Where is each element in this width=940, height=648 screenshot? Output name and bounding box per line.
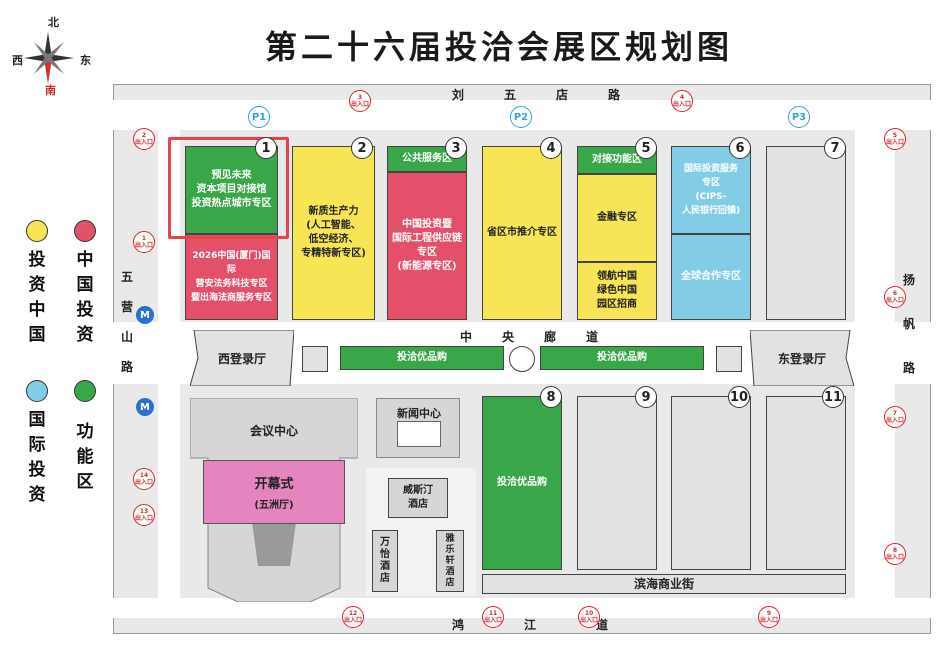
legend-label-invest-china: 投资中国 xyxy=(28,250,46,345)
road-east-inner xyxy=(855,130,895,600)
road-west-inner xyxy=(158,130,180,600)
legend-swatch-yellow xyxy=(26,220,48,242)
compass-east: 东 xyxy=(80,54,91,67)
compass-rose-icon xyxy=(24,32,74,84)
commercial-street[interactable]: 滨海商业街 xyxy=(482,574,846,594)
legend-swatch-green xyxy=(74,380,96,402)
legend-swatch-blue xyxy=(26,380,48,402)
corridor-shop-west[interactable]: 投洽优品购 xyxy=(340,346,504,370)
hall-5-number: 5 xyxy=(635,137,657,159)
hotel-yaduo[interactable]: 雅 乐 轩 酒 店 xyxy=(436,530,464,592)
hall-10[interactable] xyxy=(671,396,751,570)
hall-1-number: 1 xyxy=(255,137,277,159)
hall-7[interactable] xyxy=(766,146,846,320)
opening-title: 开幕式 xyxy=(254,477,294,492)
road-label-central: 中央廊道 xyxy=(460,330,629,344)
east-registration-hall[interactable]: 东登录厅 xyxy=(750,330,854,386)
legend-label-china-invest: 中国投资 xyxy=(76,250,94,345)
hall-10-number: 10 xyxy=(728,386,750,408)
hall-9-number: 9 xyxy=(635,386,657,408)
hall-8-number: 8 xyxy=(540,386,562,408)
hall-7-number: 7 xyxy=(824,137,846,159)
hall-1-green[interactable]: 预见未来 资本项目对接馆 投资热点城市专区 xyxy=(185,146,278,234)
parking-p2: P2 xyxy=(510,106,532,128)
west-hall-shape xyxy=(190,330,294,386)
hall-9[interactable] xyxy=(577,396,657,570)
hall-1-highlight xyxy=(168,137,289,239)
hall-6-global[interactable]: 全球合作专区 xyxy=(671,234,751,320)
hotel-marriott[interactable]: 万 怡 酒 店 xyxy=(372,530,398,592)
corridor-kiosk xyxy=(716,346,742,372)
hall-5-finance[interactable]: 金融专区 xyxy=(577,174,657,262)
compass-south: 南 xyxy=(45,84,56,97)
metro-icon: M xyxy=(136,306,154,324)
road-label-east: 扬帆路 xyxy=(902,273,915,375)
hall-5-green-china[interactable]: 领航中国 绿色中国 园区招商 xyxy=(577,262,657,320)
compass-north: 北 xyxy=(48,16,59,29)
hall-4-number: 4 xyxy=(540,137,562,159)
corridor-shop-east[interactable]: 投洽优品购 xyxy=(540,346,704,370)
legend-swatch-red xyxy=(74,220,96,242)
road-label-north: 刘五店路 xyxy=(452,88,661,102)
opening-ceremony-hall[interactable]: 开幕式 (五洲厅) xyxy=(203,460,345,524)
hall-11-number: 11 xyxy=(822,386,844,408)
parking-p1: P1 xyxy=(248,106,270,128)
hall-3-number: 3 xyxy=(445,137,467,159)
page-title: 第二十六届投洽会展区规划图 xyxy=(265,28,734,66)
opening-subtitle: (五洲厅) xyxy=(254,500,294,511)
east-hall-shape xyxy=(750,330,854,386)
parking-p3: P3 xyxy=(788,106,810,128)
hall-1-red[interactable]: 2026中国(厦门)国际 营安法务科技专区 暨出海法商服务专区 xyxy=(185,234,278,320)
press-center[interactable]: 新闻中心 xyxy=(376,398,460,458)
west-registration-hall[interactable]: 西登录厅 xyxy=(190,330,294,386)
hall-2[interactable]: 新质生产力 (人工智能、 低空经济、 专精特新专区) xyxy=(292,146,375,320)
hotel-westin[interactable]: 威斯汀 酒店 xyxy=(388,478,448,518)
compass: 北 南 西 东 xyxy=(12,12,102,102)
east-hall-label: 东登录厅 xyxy=(777,351,826,366)
conference-center-label: 会议中心 xyxy=(249,424,298,438)
hall-3[interactable]: 中国投资暨 国际工程供应链 专区 (新能源专区) xyxy=(387,172,467,320)
west-hall-label: 西登录厅 xyxy=(217,351,266,366)
hall-6-intl-service[interactable]: 国际投资服务 专区 (CIPS- 人民银行回镇) xyxy=(671,146,751,234)
press-center-label: 新闻中心 xyxy=(397,407,441,420)
legend-label-function: 功能区 xyxy=(76,422,94,492)
hall-4[interactable]: 省区市推介专区 xyxy=(482,146,562,320)
hall-8[interactable]: 投洽优品购 xyxy=(482,396,562,570)
compass-west: 西 xyxy=(12,54,23,67)
metro-icon: M xyxy=(136,398,154,416)
press-center-room xyxy=(397,421,441,447)
corridor-roundabout xyxy=(509,346,535,372)
road-south-inner xyxy=(113,598,931,618)
legend-label-intl-invest: 国际投资 xyxy=(28,410,46,505)
road-label-west: 五营山路 xyxy=(120,270,133,374)
hall-11[interactable] xyxy=(766,396,846,570)
hall-2-number: 2 xyxy=(351,137,373,159)
corridor-kiosk xyxy=(302,346,328,372)
hall-6-number: 6 xyxy=(729,137,751,159)
